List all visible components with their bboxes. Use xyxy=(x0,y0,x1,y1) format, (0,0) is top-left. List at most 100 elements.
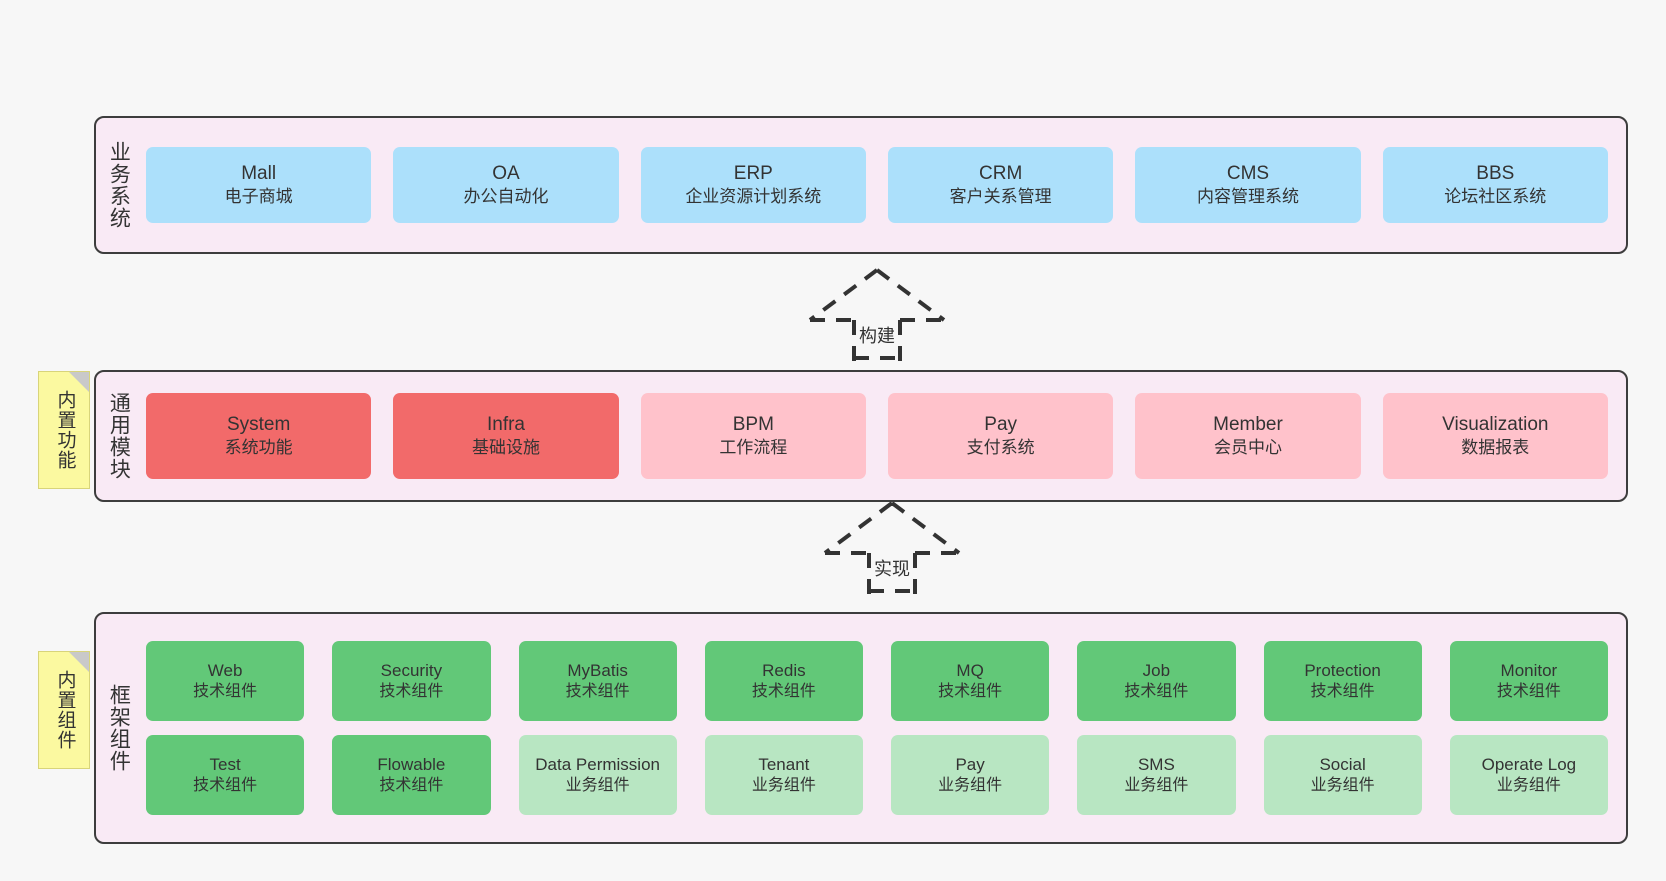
node-member-name: Member xyxy=(1213,413,1283,435)
node-oa-desc: 办公自动化 xyxy=(463,187,549,207)
node-member[interactable]: Member 会员中心 xyxy=(1135,393,1361,479)
node-erp-name: ERP xyxy=(733,162,773,184)
note-builtin-components-label: 内置组件 xyxy=(54,670,76,750)
node-web-name: Web xyxy=(207,660,243,680)
note-fold-corner-icon xyxy=(69,372,89,392)
node-crm[interactable]: CRM 客户关系管理 xyxy=(887,147,1114,223)
node-system[interactable]: System 系统功能 xyxy=(146,393,372,479)
node-infra-desc: 基础设施 xyxy=(471,438,540,458)
node-pay-component-desc: 业务组件 xyxy=(938,776,1003,794)
node-member-desc: 会员中心 xyxy=(1213,438,1282,458)
connector-implement-label: 实现 xyxy=(874,559,910,579)
node-test-name: Test xyxy=(209,754,241,774)
node-job-desc: 技术组件 xyxy=(1124,682,1189,700)
node-web[interactable]: Web 技术组件 xyxy=(146,641,305,721)
node-security-desc: 技术组件 xyxy=(379,682,444,700)
node-mybatis[interactable]: MyBatis 技术组件 xyxy=(518,641,677,721)
modules-row: System 系统功能 Infra 基础设施 BPM 工作流程 Pay 支付系统… xyxy=(146,393,1608,479)
node-sms-desc: 业务组件 xyxy=(1124,776,1189,794)
node-pay-module[interactable]: Pay 支付系统 xyxy=(887,393,1114,479)
node-infra[interactable]: Infra 基础设施 xyxy=(393,393,619,479)
node-cms-name: CMS xyxy=(1226,162,1270,184)
node-test[interactable]: Test 技术组件 xyxy=(146,735,305,815)
node-social[interactable]: Social 业务组件 xyxy=(1263,735,1422,815)
node-pay-module-name: Pay xyxy=(984,413,1018,435)
node-mq[interactable]: MQ 技术组件 xyxy=(891,641,1050,721)
node-mq-desc: 技术组件 xyxy=(938,682,1003,700)
node-data-permission-name: Data Permission xyxy=(535,754,660,774)
connector-implement: 实现 xyxy=(812,495,972,595)
layer-framework-components: 框架组件 Web 技术组件 Security 技术组件 MyBatis 技术组件… xyxy=(94,612,1628,844)
node-tenant-desc: 业务组件 xyxy=(751,776,816,794)
node-data-permission[interactable]: Data Permission 业务组件 xyxy=(518,735,677,815)
node-cms[interactable]: CMS 内容管理系统 xyxy=(1135,147,1361,223)
node-infra-name: Infra xyxy=(486,413,525,435)
node-protection-name: Protection xyxy=(1304,660,1381,680)
connector-build: 构建 xyxy=(797,262,957,362)
connector-build-label: 构建 xyxy=(859,326,895,346)
node-monitor-name: Monitor xyxy=(1500,660,1558,680)
node-oa-name: OA xyxy=(492,162,520,184)
node-visualization[interactable]: Visualization 数据报表 xyxy=(1382,393,1608,479)
business-row: Mall 电子商城 OA 办公自动化 ERP 企业资源计划系统 CRM 客户关系… xyxy=(146,147,1608,223)
node-system-desc: 系统功能 xyxy=(224,438,293,458)
node-mall[interactable]: Mall 电子商城 xyxy=(146,147,372,223)
node-bbs-desc: 论坛社区系统 xyxy=(1444,187,1547,207)
note-builtin-components: 内置组件 xyxy=(38,651,90,769)
node-bbs[interactable]: BBS 论坛社区系统 xyxy=(1382,147,1608,223)
layer-business-systems: 业务系统 Mall 电子商城 OA 办公自动化 ERP 企业资源计划系统 CRM xyxy=(94,116,1628,254)
framework-tech-row: Web 技术组件 Security 技术组件 MyBatis 技术组件 Redi… xyxy=(146,641,1608,721)
node-flowable-desc: 技术组件 xyxy=(379,776,444,794)
build-arrow-icon xyxy=(808,268,946,362)
layer-business-body: Mall 电子商城 OA 办公自动化 ERP 企业资源计划系统 CRM 客户关系… xyxy=(140,118,1626,252)
node-job[interactable]: Job 技术组件 xyxy=(1077,641,1236,721)
node-erp[interactable]: ERP 企业资源计划系统 xyxy=(640,147,866,223)
node-pay-component-name: Pay xyxy=(955,754,985,774)
node-mq-name: MQ xyxy=(956,660,984,680)
node-bpm-desc: 工作流程 xyxy=(719,438,788,458)
framework-mixed-row: Test 技术组件 Flowable 技术组件 Data Permission … xyxy=(146,735,1608,815)
node-monitor-desc: 技术组件 xyxy=(1496,682,1561,700)
node-protection[interactable]: Protection 技术组件 xyxy=(1263,641,1422,721)
node-operate-log-desc: 业务组件 xyxy=(1496,776,1561,794)
layer-modules-title: 通用模块 xyxy=(107,392,131,480)
node-tenant[interactable]: Tenant 业务组件 xyxy=(704,735,863,815)
note-fold-corner-icon-2 xyxy=(69,652,89,672)
node-mybatis-name: MyBatis xyxy=(567,660,628,680)
node-erp-desc: 企业资源计划系统 xyxy=(685,187,822,207)
node-sms-name: SMS xyxy=(1137,754,1175,774)
node-mybatis-desc: 技术组件 xyxy=(565,682,630,700)
node-system-name: System xyxy=(226,413,291,435)
node-redis[interactable]: Redis 技术组件 xyxy=(704,641,863,721)
node-redis-name: Redis xyxy=(762,660,806,680)
node-crm-name: CRM xyxy=(979,162,1023,184)
note-builtin-functions-label: 内置功能 xyxy=(54,390,76,470)
node-security[interactable]: Security 技术组件 xyxy=(332,641,491,721)
node-tenant-name: Tenant xyxy=(758,754,810,774)
layer-business-title: 业务系统 xyxy=(107,141,131,229)
node-flowable-name: Flowable xyxy=(377,754,446,774)
node-sms[interactable]: SMS 业务组件 xyxy=(1077,735,1236,815)
note-builtin-functions: 内置功能 xyxy=(38,371,90,489)
node-mall-name: Mall xyxy=(241,162,277,184)
node-bpm[interactable]: BPM 工作流程 xyxy=(640,393,866,479)
node-monitor[interactable]: Monitor 技术组件 xyxy=(1449,641,1608,721)
node-security-name: Security xyxy=(380,660,443,680)
node-oa[interactable]: OA 办公自动化 xyxy=(393,147,619,223)
node-test-desc: 技术组件 xyxy=(193,776,258,794)
layer-modules-body: System 系统功能 Infra 基础设施 BPM 工作流程 Pay 支付系统… xyxy=(140,372,1626,500)
node-bpm-name: BPM xyxy=(732,413,774,435)
layer-framework-title: 框架组件 xyxy=(107,684,131,772)
node-pay-component[interactable]: Pay 业务组件 xyxy=(891,735,1050,815)
node-data-permission-desc: 业务组件 xyxy=(565,776,630,794)
node-flowable[interactable]: Flowable 技术组件 xyxy=(332,735,491,815)
node-operate-log[interactable]: Operate Log 业务组件 xyxy=(1449,735,1608,815)
node-redis-desc: 技术组件 xyxy=(751,682,816,700)
implement-arrow-icon xyxy=(823,501,961,595)
node-visualization-name: Visualization xyxy=(1442,413,1549,435)
node-crm-desc: 客户关系管理 xyxy=(949,187,1052,207)
node-social-desc: 业务组件 xyxy=(1310,776,1375,794)
node-bbs-name: BBS xyxy=(1476,162,1515,184)
node-web-desc: 技术组件 xyxy=(193,682,258,700)
